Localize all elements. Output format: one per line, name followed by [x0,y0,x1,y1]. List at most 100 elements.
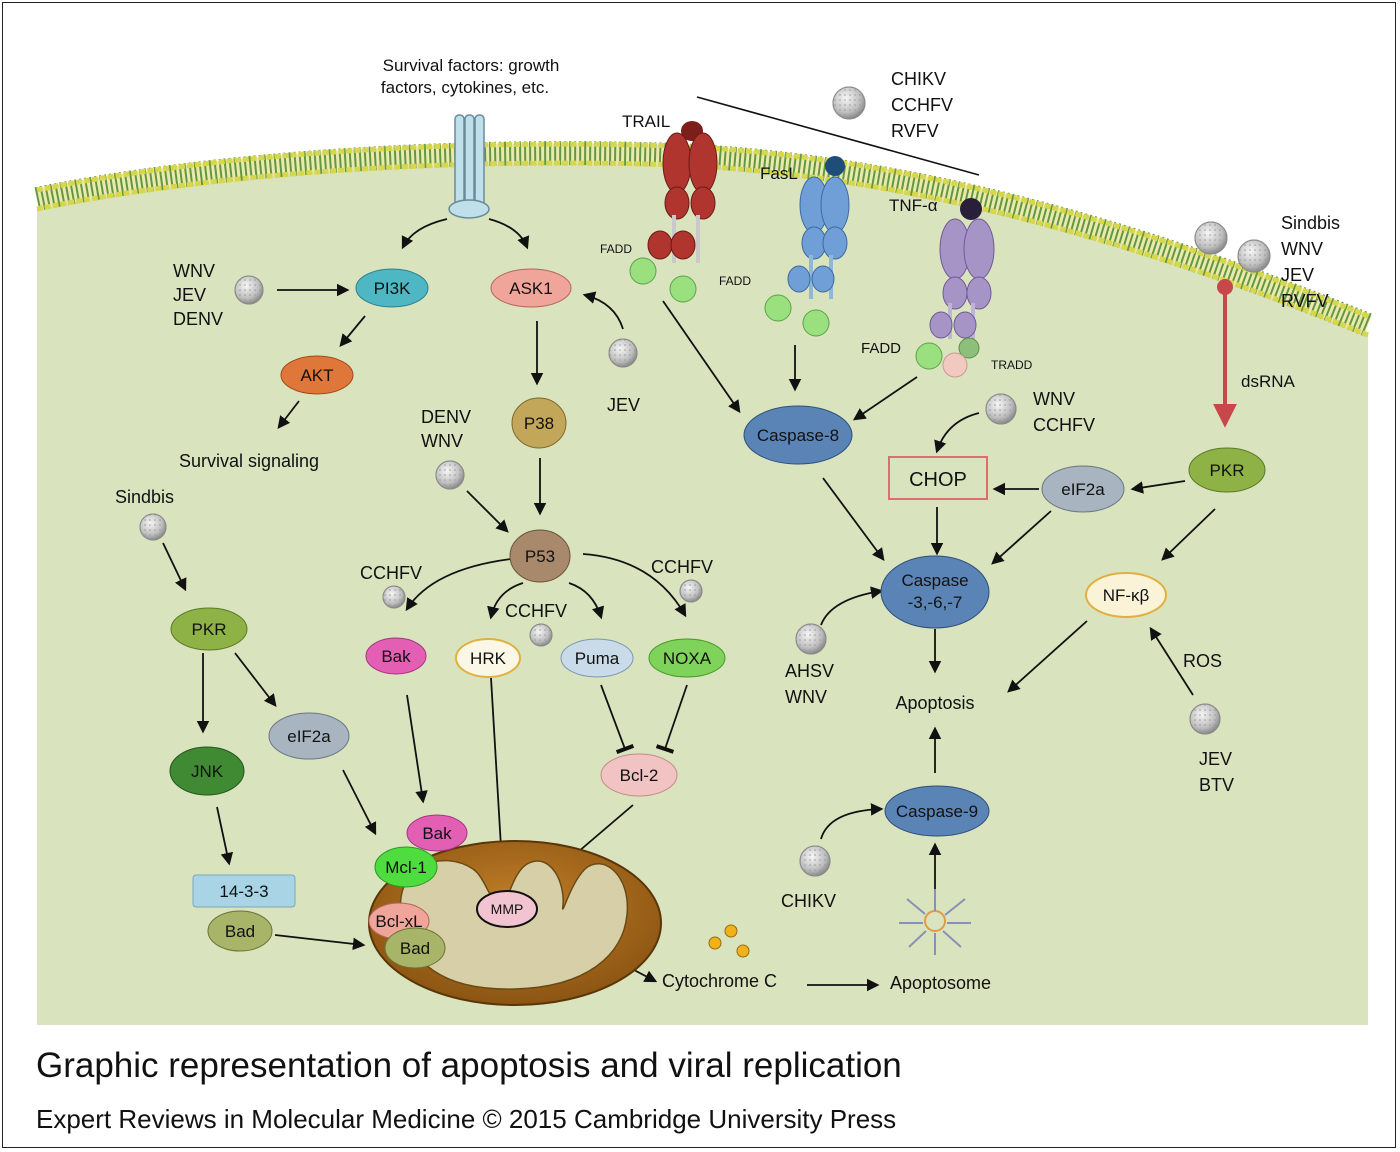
virus-label: CHIKV [891,69,946,89]
fadd-trail-label: FADD [600,242,632,256]
caspase8-node: Caspase-8 [743,405,853,465]
ros-label: ROS [1183,651,1222,671]
svg-text:-3,-6,-7: -3,-6,-7 [908,593,963,612]
svg-text:AKT: AKT [300,366,333,385]
survival-factor-receptor [448,114,490,219]
svg-text:Caspase-8: Caspase-8 [757,426,839,445]
receptor-group-line [696,96,980,176]
bad-left-node: Bad [207,910,273,952]
svg-text:14-3-3: 14-3-3 [219,882,268,901]
arrow-trail-caspase8 [662,300,741,414]
dsrna-label: dsRNA [1241,372,1296,391]
svg-text:CHOP: CHOP [909,469,967,491]
arrow-virus-caspase9 [820,803,884,840]
eif2a-right-node: eIF2a [1041,465,1125,513]
svg-text:Bad: Bad [400,939,430,958]
cytoplasm [37,162,1368,1025]
caspase9-node: Caspase-9 [884,785,990,837]
arrow-bak-mito [406,694,428,804]
svg-text:NOXA: NOXA [663,649,712,668]
p53-node: P53 [509,529,571,583]
virus-label: CCHFV [360,563,422,583]
bak-mito-node: Bak [406,814,468,852]
cytochrome-c-label: Cytochrome C [662,971,777,991]
arrow-receptor-ask1 [488,218,530,250]
inhibit-noxa-bcl2 [655,684,688,754]
noxa-node: NOXA [648,638,726,678]
arrow-p53-bak [405,558,512,612]
fasl-label: FasL [760,164,798,183]
arrow-virus-ask1 [582,291,624,330]
virus-label: CCHFV [1033,415,1095,435]
arrow-pkr-nfkb [1161,508,1216,561]
cytochrome-c-icon [708,924,750,958]
arrow-akt-survival [277,400,300,429]
svg-text:Bcl-2: Bcl-2 [620,766,659,785]
svg-text:Caspase: Caspase [901,571,968,590]
ask1-node: ASK1 [490,268,572,308]
virus-label: JEV [173,285,206,305]
arrow-bad-mito [274,934,366,951]
bcl2-node: Bcl-2 [600,753,678,797]
arrow-tnf-caspase8 [852,376,918,421]
svg-text:eIF2a: eIF2a [1061,480,1105,499]
virus-label: WNV [1281,239,1323,259]
arrow-nfkb-apoptosis [1007,620,1088,693]
akt-node: AKT [280,355,354,395]
arrow-p53-noxa [582,553,687,618]
apoptosis-label: Apoptosis [895,693,974,713]
chop-node: CHOP [888,456,988,500]
tradd-label: TRADD [991,358,1033,372]
svg-text:NF-κβ: NF-κβ [1103,586,1150,605]
arrow-eif2a-caspase367 [991,510,1052,565]
virus-label: WNV [421,431,463,451]
fadd-tnf-label: FADD [861,340,901,357]
svg-text:PKR: PKR [1210,461,1245,480]
virus-label: BTV [1199,775,1234,795]
tnf-alpha-label: TNF-α [889,196,938,215]
arrow-virus-pkr [162,542,187,592]
apoptosome-icon [899,889,971,955]
svg-text:P38: P38 [524,414,554,433]
svg-text:PKR: PKR [192,620,227,639]
svg-text:MMP: MMP [491,901,524,917]
svg-text:Caspase-9: Caspase-9 [896,802,978,821]
bak-node: Bak [365,637,427,675]
arrow-p53-hrk [487,582,524,620]
virus-label: WNV [1033,389,1075,409]
nfkb-node: NF-κβ [1085,572,1167,618]
arrow-jnk-1433 [216,806,234,866]
jnk-node: JNK [169,746,245,796]
virus-label: CCHFV [651,557,713,577]
p38-node: P38 [511,397,567,449]
arrow-virus-chop [934,412,980,454]
hrk-node: HRK [455,638,521,678]
arrow-p53-puma [568,582,605,620]
fasl-receptor [764,156,850,337]
virus-label: JEV [1281,265,1314,285]
eif2a-left-node: eIF2a [268,712,350,760]
arrow-ros-nfkb [1149,626,1194,696]
virus-particle-icon [139,86,1271,877]
cell-membrane [34,141,1373,338]
virus-label: Sindbis [1281,213,1340,233]
virus-label: DENV [173,309,223,329]
svg-text:P53: P53 [525,547,555,566]
virus-label: CCHFV [505,601,567,621]
mcl1-node: Mcl-1 [374,846,438,888]
mmp-node: MMP [476,890,538,928]
svg-text:JNK: JNK [191,762,224,781]
arrow-pkr-eif2a-right [1130,480,1186,494]
survival-factors-label-2: factors, cytokines, etc. [381,78,549,97]
trail-label: TRAIL [622,112,670,131]
pathway-arrows [162,218,1216,992]
svg-text:Bak: Bak [381,647,411,666]
arrow-caspase8-caspase367 [822,477,885,562]
inhibit-puma-bcl2 [600,684,635,755]
arrow-eif2a-mito [342,769,377,836]
survival-signaling-label: Survival signaling [179,451,319,471]
svg-text:PI3K: PI3K [374,279,412,298]
virus-label: JEV [1199,749,1232,769]
arrow-receptor-pi3k [401,218,448,250]
